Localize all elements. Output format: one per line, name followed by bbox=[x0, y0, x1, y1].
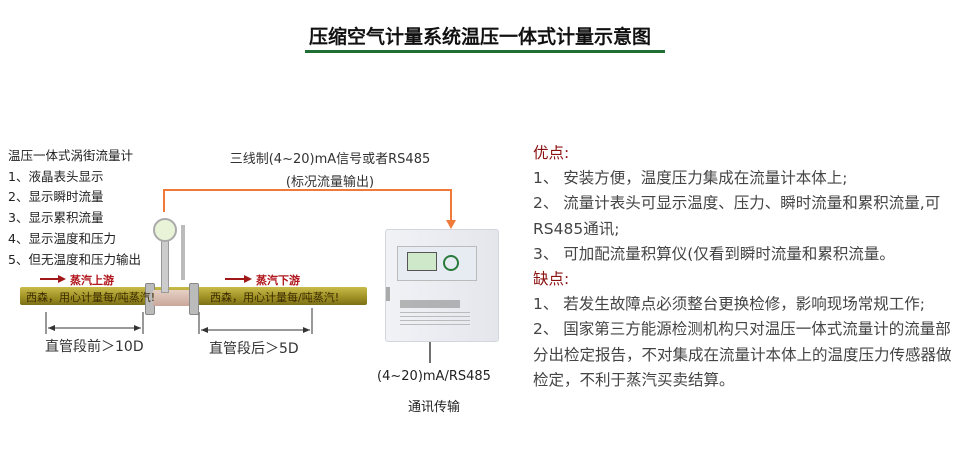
before-length-label: 直管段前＞10D bbox=[45, 339, 144, 355]
upstream-arrowhead-icon bbox=[58, 275, 66, 283]
pipe-slogan-left: 西森，用心计量每/吨蒸汽! bbox=[26, 291, 156, 304]
feature-item: 1、液晶表头显示 bbox=[8, 168, 104, 184]
pressure-tube bbox=[181, 225, 185, 280]
pros-item: 2、 流量计表头可显示温度、压力、瞬时流量和累积流量,可RS485通讯; bbox=[533, 194, 941, 238]
pros-item: 3、 可加配流量积算仪(仅看到瞬时流量和累积流量。 bbox=[533, 244, 895, 263]
signal-label: 三线制(4~20)mA信号或者RS485 bbox=[229, 152, 431, 167]
cabinet-handle bbox=[386, 287, 390, 301]
upstream-label: 蒸汽上游 bbox=[70, 274, 114, 287]
cabinet-logo bbox=[400, 300, 460, 308]
signal-sublabel: (标况流量输出) bbox=[285, 175, 375, 190]
title-underline bbox=[305, 50, 665, 53]
pipe-slogan-right: 西森，用心计量每/吨蒸汽! bbox=[210, 291, 340, 304]
pros-item: 1、 安装方便，温度压力集成在流量计本体上; bbox=[533, 169, 848, 188]
dimension-after bbox=[198, 308, 313, 334]
after-length-label: 直管段后＞5D bbox=[209, 341, 299, 357]
dimension-arrow-icon bbox=[134, 325, 141, 331]
keypad-icon bbox=[443, 255, 459, 271]
vortex-flowmeter bbox=[143, 213, 203, 315]
pros-cons-text: 优点: 1、 安装方便，温度压力集成在流量计本体上; 2、 流量计表头可显示温度… bbox=[533, 141, 958, 393]
flow-totalizer-cabinet bbox=[385, 229, 499, 342]
signal-line bbox=[163, 189, 452, 222]
cons-heading: 缺点: bbox=[533, 270, 570, 289]
flange-right bbox=[189, 283, 199, 315]
meter-body bbox=[153, 290, 189, 306]
comm-label: (4~20)mA/RS485 bbox=[377, 369, 491, 384]
cons-item: 1、 若发生故障点必须整台更换检修，影响现场常规工作; bbox=[533, 295, 926, 314]
meter-name: 温压一体式涡街流量计 bbox=[8, 148, 134, 163]
downstream-label: 蒸汽下游 bbox=[256, 274, 300, 287]
lcd-display bbox=[407, 252, 437, 271]
cabinet-label-lines bbox=[400, 312, 470, 326]
page-title: 压缩空气计量系统温压一体式计量示意图 bbox=[308, 26, 651, 48]
dimension-arrow-icon bbox=[48, 325, 55, 331]
dimension-arrow-icon bbox=[201, 327, 208, 333]
meter-feature-list: 温压一体式涡街流量计 1、液晶表头显示 2、显示瞬时流量 3、显示累积流量 4、… bbox=[8, 146, 141, 270]
downstream-arrowhead-icon bbox=[244, 275, 252, 283]
cons-item: 2、 国家第三方能源检测机构只对温压一体式流量计的流量部分出检定报告，不对集成在… bbox=[533, 320, 952, 389]
signal-arrow-icon bbox=[446, 220, 456, 229]
pros-heading: 优点: bbox=[533, 144, 570, 162]
feature-item: 2、显示瞬时流量 bbox=[8, 189, 104, 205]
feature-item: 4、显示温度和压力 bbox=[8, 230, 116, 246]
meter-head bbox=[153, 218, 177, 242]
meter-stem bbox=[161, 233, 169, 293]
dimension-before bbox=[45, 312, 144, 334]
feature-item: 3、显示累积流量 bbox=[8, 210, 104, 226]
feature-item: 5、但无温度和压力输出 bbox=[8, 251, 141, 267]
comm-sublabel: 通讯传输 bbox=[407, 400, 460, 415]
dimension-arrow-icon bbox=[303, 327, 310, 333]
